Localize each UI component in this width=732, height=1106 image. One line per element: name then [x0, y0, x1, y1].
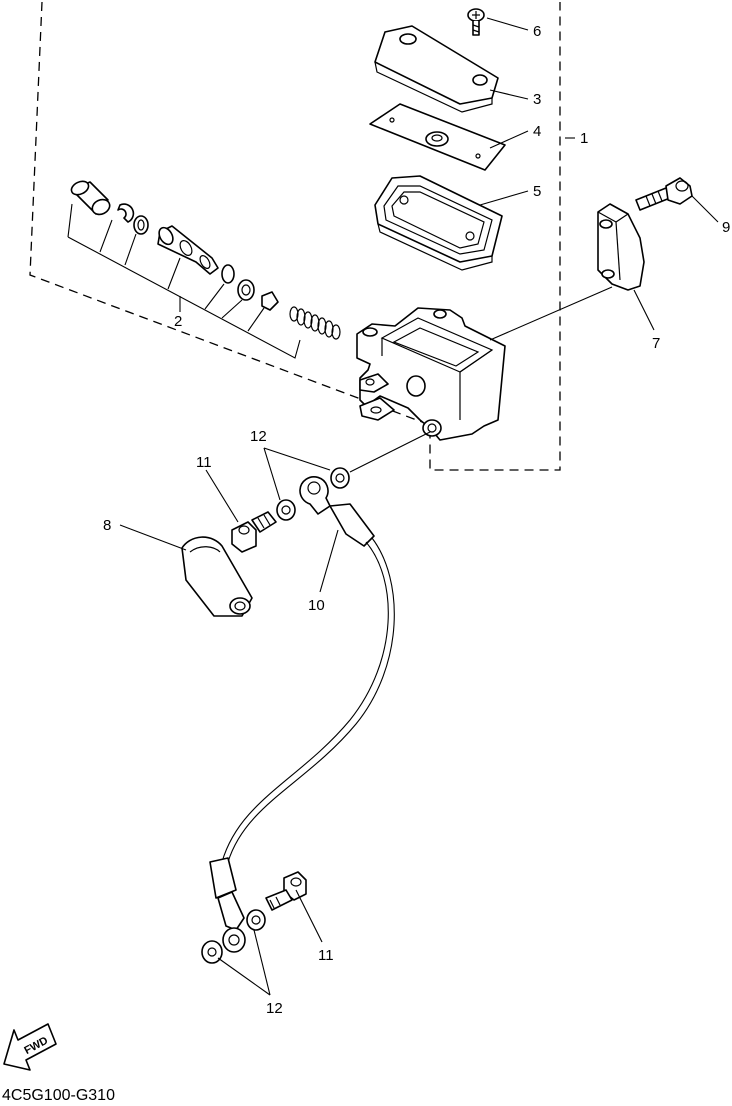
piston-kit — [70, 180, 341, 340]
callout-8: 8 — [103, 517, 111, 534]
callout-11-upper: 11 — [196, 454, 212, 471]
callout-4: 4 — [533, 123, 541, 140]
washer — [221, 264, 235, 284]
callout-2: 2 — [174, 313, 182, 330]
master-cylinder-holder — [597, 203, 645, 291]
callout-9: 9 — [722, 219, 730, 236]
union-bolt-cap — [181, 536, 253, 617]
union-bolt-lower — [265, 871, 307, 911]
boot — [70, 180, 111, 216]
piston-kit-leaders — [67, 203, 301, 359]
diaphragm-gasket — [374, 175, 503, 271]
reservoir-cover-screw — [467, 8, 485, 36]
brake-hose — [209, 476, 395, 953]
leader-lines — [119, 17, 719, 996]
forward-direction-arrow: FWD — [3, 1023, 57, 1071]
callout-5: 5 — [533, 183, 541, 200]
copper-washer-bottom-left — [201, 940, 223, 964]
diagram-code: 4C5G100-G310 — [2, 1087, 115, 1104]
union-bolt-upper — [231, 511, 277, 553]
callout-12-lower: 12 — [266, 1000, 283, 1017]
callout-12-upper: 12 — [250, 428, 267, 445]
copper-washer-upper — [330, 467, 350, 489]
callout-3: 3 — [533, 91, 541, 108]
primary-cup — [237, 279, 255, 301]
callout-1: 1 — [580, 130, 588, 147]
diaphragm-plate — [369, 103, 506, 171]
callout-11-lower: 11 — [318, 947, 334, 964]
circlip — [117, 203, 135, 223]
callout-10: 10 — [308, 597, 325, 614]
secondary-cup — [133, 215, 149, 235]
master-cylinder-body — [356, 307, 506, 441]
copper-washer-lower — [276, 499, 296, 521]
spring-seat — [261, 291, 279, 311]
callout-7: 7 — [652, 335, 660, 352]
copper-washer-bottom-right — [246, 909, 266, 931]
piston — [157, 225, 219, 275]
holder-bolt — [635, 177, 693, 211]
return-spring — [289, 306, 341, 340]
reservoir-cover — [374, 25, 499, 113]
assembly-boundary — [29, 1, 561, 471]
callout-6: 6 — [533, 23, 541, 40]
